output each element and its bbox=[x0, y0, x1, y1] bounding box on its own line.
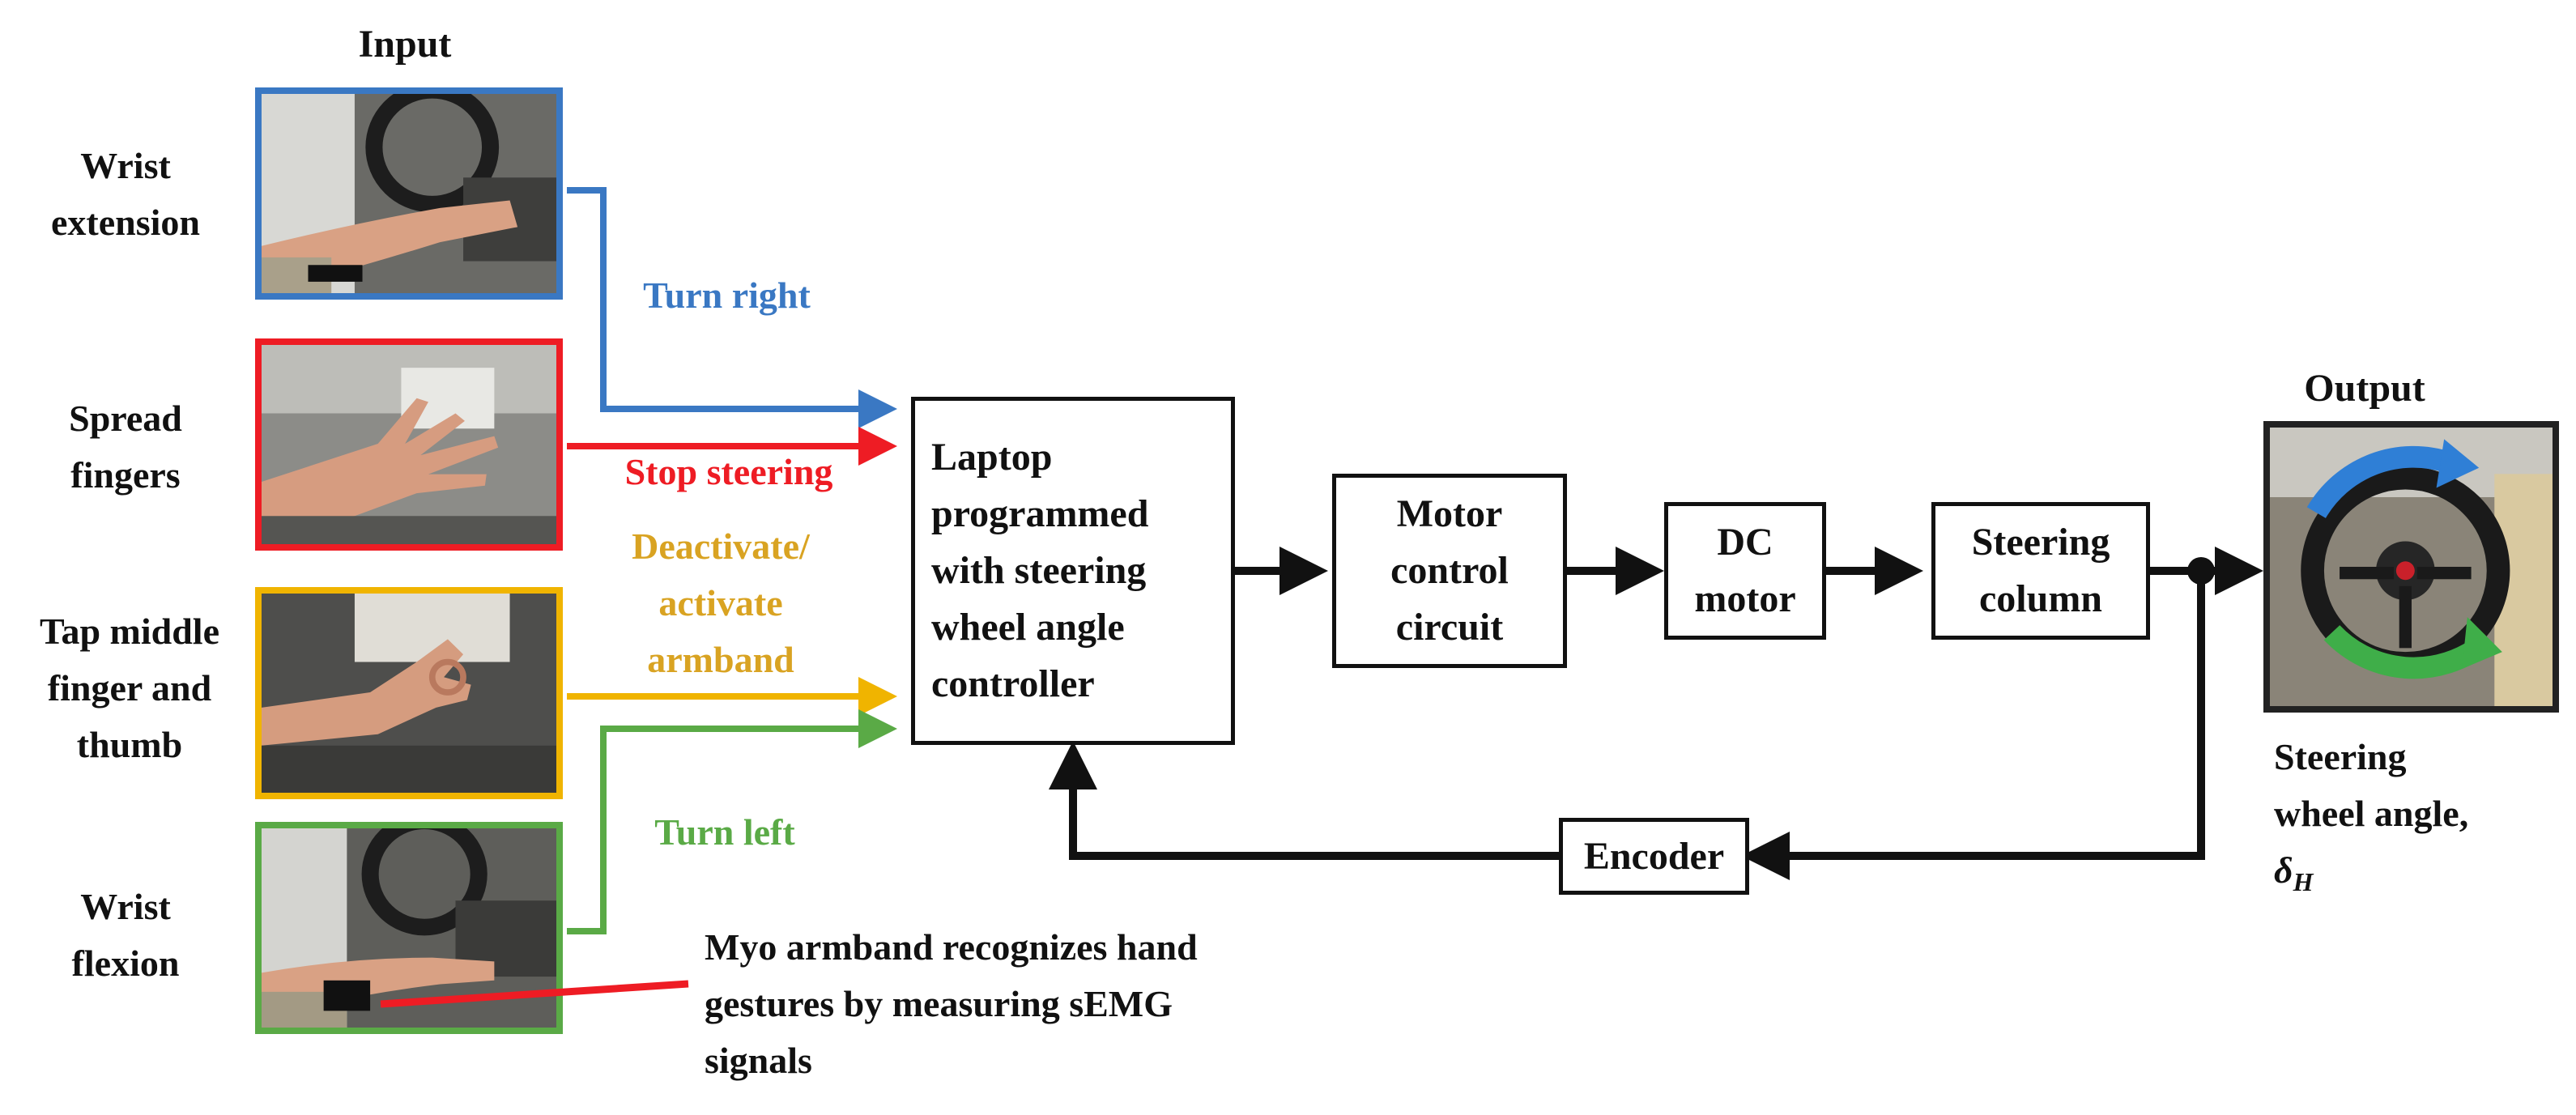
output-steering-wheel-angle-label: Steering wheel angle, δH bbox=[2274, 729, 2565, 910]
motor-control-circuit-block: Motor control circuit bbox=[1332, 474, 1567, 668]
laptop-controller-block: Laptop programmed with steering wheel an… bbox=[911, 397, 1235, 745]
command-turn-right: Turn right bbox=[643, 274, 811, 316]
line-feedback-to-encoder bbox=[1741, 571, 2205, 880]
command-turn-left: Turn left bbox=[654, 811, 795, 853]
photo-steering-wheel-output bbox=[2263, 421, 2559, 713]
line-encoder-to-controller bbox=[1049, 741, 1559, 860]
gesture-label-spread-fingers: Spread fingers bbox=[69, 398, 182, 496]
steering-column-block: Steering column bbox=[1931, 502, 2150, 640]
clockwise-arrow-icon bbox=[2306, 445, 2452, 519]
gesture-label-wrist-flexion: Wrist flexion bbox=[71, 886, 180, 984]
armband-pointer-line bbox=[380, 980, 689, 1008]
gesture-label-tap-middle-finger: Tap middle finger and thumb bbox=[39, 611, 219, 765]
photo-tap-middle-finger bbox=[255, 587, 563, 799]
armband-annotation: Myo armband recognizes hand gestures by … bbox=[705, 926, 1198, 1081]
line-turn-right bbox=[567, 187, 897, 428]
photo-spread-fingers bbox=[255, 338, 563, 551]
output-heading: Output bbox=[2304, 367, 2425, 410]
input-heading: Input bbox=[358, 23, 452, 66]
steering-angle-symbol: δH bbox=[2274, 849, 2314, 897]
dc-motor-block: DC motor bbox=[1664, 502, 1826, 640]
gesture-label-wrist-extension: Wrist extension bbox=[51, 145, 200, 243]
command-deactivate-activate-armband: Deactivate/ activate armband bbox=[632, 526, 810, 680]
command-stop-steering: Stop steering bbox=[624, 451, 833, 492]
line-turn-left bbox=[567, 709, 897, 934]
encoder-block: Encoder bbox=[1559, 818, 1749, 895]
photo-wrist-extension bbox=[255, 87, 563, 300]
